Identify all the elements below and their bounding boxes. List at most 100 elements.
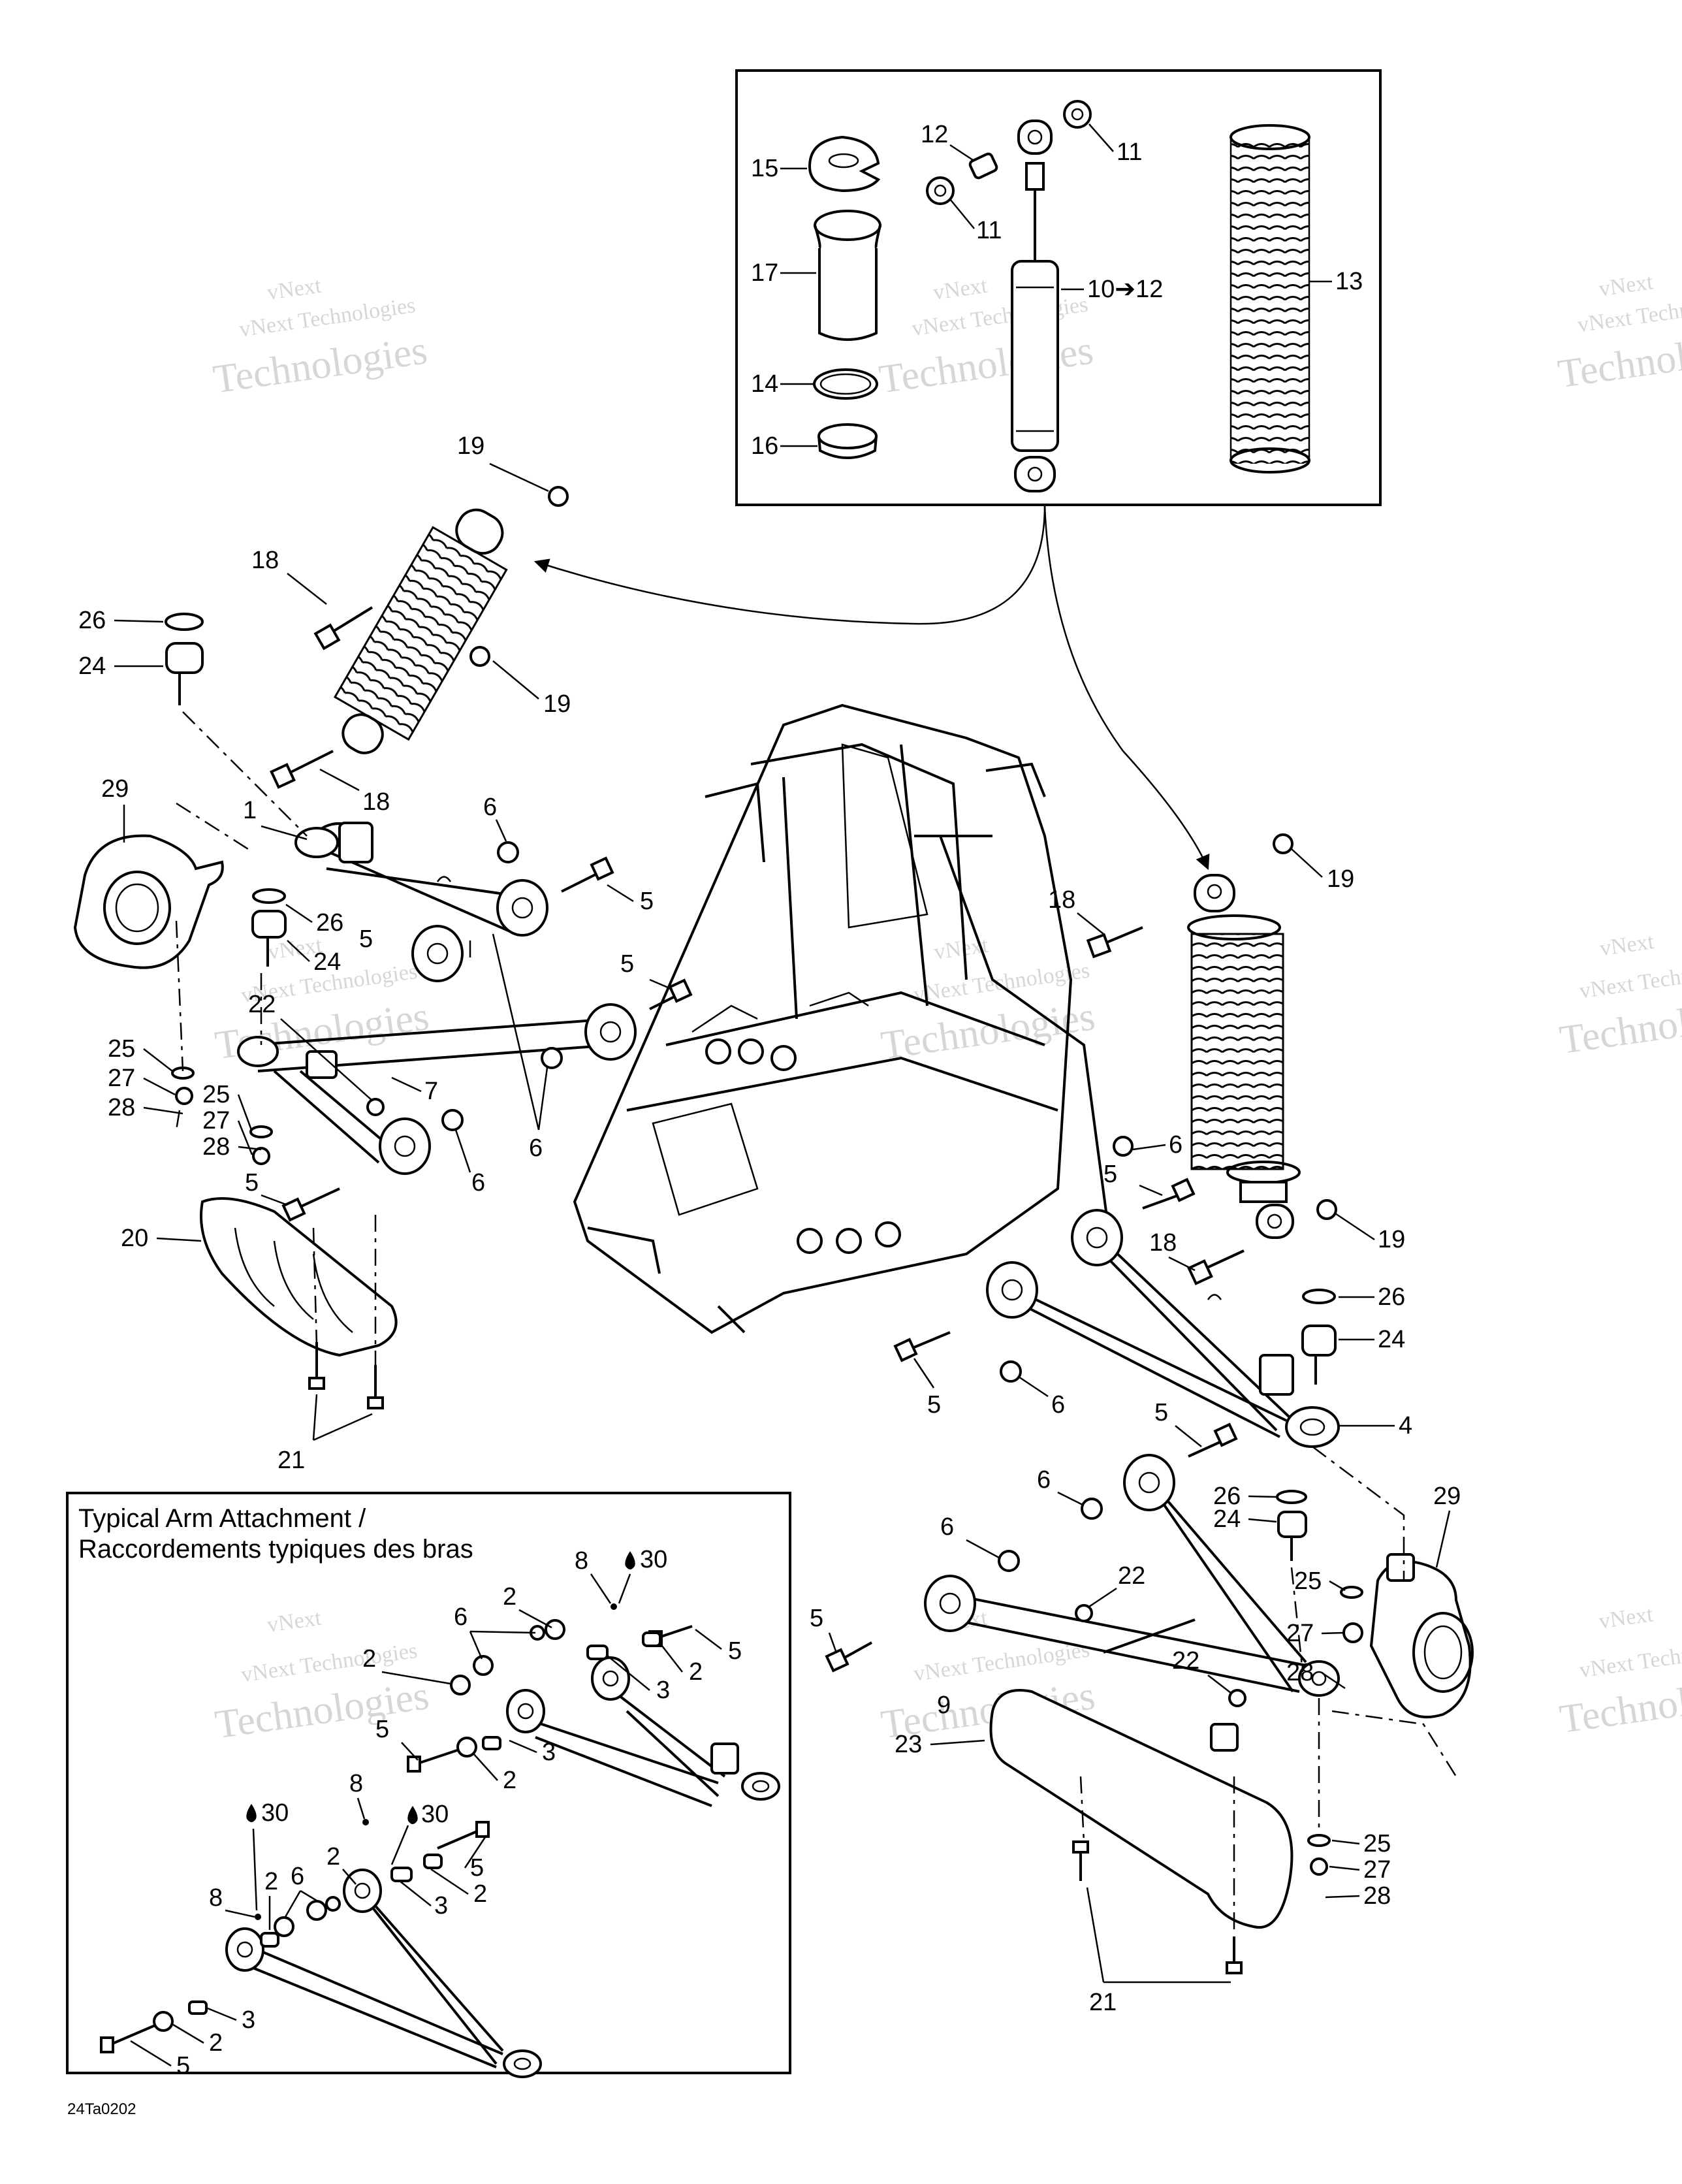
svg-text:Technologies: Technologies bbox=[1557, 989, 1682, 1063]
svg-text:28: 28 bbox=[1363, 1882, 1391, 1910]
svg-text:27: 27 bbox=[1286, 1620, 1314, 1647]
svg-text:27: 27 bbox=[1363, 1856, 1391, 1884]
sleeve-part-12 bbox=[968, 152, 998, 180]
ball-joint-part-24-lower-right bbox=[1276, 1490, 1307, 1561]
nut-part-27-right-b bbox=[1310, 1857, 1328, 1876]
svg-text:6: 6 bbox=[940, 1513, 954, 1541]
svg-text:vNext: vNext bbox=[266, 274, 323, 305]
svg-text:6: 6 bbox=[529, 1134, 543, 1162]
svg-text:6: 6 bbox=[483, 794, 497, 821]
svg-text:18: 18 bbox=[362, 788, 390, 816]
svg-text:5: 5 bbox=[375, 1716, 389, 1743]
svg-text:19: 19 bbox=[457, 432, 484, 460]
left-shock-assembly bbox=[333, 508, 508, 754]
spring-stopper-part-15 bbox=[808, 135, 881, 193]
svg-text:6: 6 bbox=[454, 1603, 468, 1631]
drop-icon-30-center bbox=[407, 1806, 418, 1824]
nut-part-22-right-a bbox=[1075, 1604, 1093, 1622]
svg-text:17: 17 bbox=[751, 259, 778, 287]
leader-part-21-right bbox=[1086, 1887, 1231, 1983]
svg-text:2: 2 bbox=[326, 1843, 340, 1871]
inset-lower-arm bbox=[225, 1869, 542, 2078]
inset-upper-arm bbox=[506, 1656, 780, 1807]
nut-part-6-right-a bbox=[1113, 1136, 1134, 1157]
svg-text:24: 24 bbox=[313, 948, 341, 976]
bolt-part-21-right-a bbox=[1072, 1840, 1089, 1881]
svg-text:26: 26 bbox=[1378, 1283, 1405, 1311]
svg-text:22: 22 bbox=[248, 991, 276, 1018]
svg-text:18: 18 bbox=[1149, 1229, 1177, 1257]
nut-part-6-right-b bbox=[1000, 1360, 1022, 1383]
bushing-part-11-bottom bbox=[926, 176, 955, 205]
svg-text:5: 5 bbox=[927, 1391, 941, 1419]
svg-text:8: 8 bbox=[209, 1884, 223, 1912]
svg-text:3: 3 bbox=[542, 1739, 556, 1766]
image-code: 24Ta0202 bbox=[67, 2100, 136, 2118]
reference-arrow-left bbox=[533, 506, 1046, 625]
bolt-part-18-top-right bbox=[1086, 926, 1143, 959]
nut-part-27-right-a bbox=[1342, 1622, 1363, 1643]
svg-text:2: 2 bbox=[689, 1658, 703, 1686]
bolt-part-5-right-c bbox=[1188, 1422, 1238, 1458]
ball-joint-part-24-lower-left bbox=[251, 888, 287, 967]
svg-text:2: 2 bbox=[362, 1645, 376, 1673]
washer-part-25-right-b bbox=[1307, 1834, 1331, 1847]
svg-text:9: 9 bbox=[937, 1692, 951, 1719]
bolt-part-5-upper-left-a bbox=[561, 856, 614, 893]
upper-a-arm-part-4-right bbox=[986, 1209, 1340, 1448]
svg-text:5: 5 bbox=[245, 1169, 259, 1196]
washer-part-19-top-left bbox=[548, 486, 569, 507]
typical-arm-attachment-box bbox=[66, 1492, 791, 2074]
ball-joint-part-24-upper-right bbox=[1301, 1289, 1337, 1385]
watermark-right-mid: vNext vNext Technologies Technologies bbox=[1557, 929, 1682, 1063]
svg-text:3: 3 bbox=[434, 1892, 448, 1919]
drop-icon-30-left bbox=[246, 1804, 257, 1822]
svg-text:2: 2 bbox=[264, 1868, 278, 1895]
svg-text:6: 6 bbox=[291, 1863, 304, 1890]
bolt-part-5-right-a bbox=[1142, 1178, 1196, 1210]
svg-text:16: 16 bbox=[751, 432, 778, 460]
svg-text:28: 28 bbox=[1286, 1659, 1314, 1686]
reference-arrow-right bbox=[1043, 506, 1210, 871]
svg-text:19: 19 bbox=[1378, 1226, 1405, 1253]
skid-plate-part-23 bbox=[989, 1689, 1293, 1929]
svg-text:15: 15 bbox=[751, 155, 778, 182]
svg-text:19: 19 bbox=[1327, 865, 1354, 893]
svg-text:26: 26 bbox=[316, 909, 343, 937]
svg-text:5: 5 bbox=[640, 888, 654, 915]
ball-joint-part-24-upper-left bbox=[165, 613, 204, 705]
watermark-center-top: vNext vNext Technologies Technologies bbox=[876, 274, 1096, 402]
svg-text:11: 11 bbox=[1117, 138, 1142, 166]
svg-text:23: 23 bbox=[895, 1731, 922, 1758]
lower-a-arm-part-7-left bbox=[237, 1003, 637, 1175]
svg-text:vNext: vNext bbox=[266, 1606, 323, 1637]
svg-text:12: 12 bbox=[921, 121, 948, 148]
svg-text:25: 25 bbox=[202, 1081, 230, 1108]
svg-text:19: 19 bbox=[543, 690, 571, 718]
svg-text:2: 2 bbox=[503, 1583, 516, 1611]
svg-text:2: 2 bbox=[209, 2029, 223, 2057]
bolt-part-18-bottom-right bbox=[1187, 1249, 1245, 1285]
bolt-part-5-right-b bbox=[893, 1331, 951, 1362]
nut-part-6-lower-left-a bbox=[541, 1047, 563, 1069]
svg-text:vNext Technologies: vNext Technologies bbox=[1578, 955, 1682, 1003]
svg-text:11: 11 bbox=[976, 217, 1002, 244]
nut-part-22-left bbox=[366, 1098, 385, 1116]
svg-text:vNext: vNext bbox=[1597, 1602, 1655, 1633]
callouts-inset: 8 30 2 6 5 2 2 3 5 3 2 8 30 30 5 2 2 bbox=[130, 1546, 742, 2080]
svg-text:29: 29 bbox=[1433, 1483, 1461, 1510]
sleeve-part-17 bbox=[814, 210, 881, 341]
svg-text:1: 1 bbox=[243, 797, 257, 824]
bolt-part-21-left-b bbox=[367, 1365, 384, 1409]
svg-text:28: 28 bbox=[202, 1133, 230, 1161]
svg-text:6: 6 bbox=[1169, 1131, 1182, 1159]
svg-text:21: 21 bbox=[1089, 1989, 1117, 2016]
svg-text:24: 24 bbox=[1378, 1326, 1405, 1353]
bushing-part-11-top bbox=[1063, 100, 1092, 129]
svg-text:Technologies: Technologies bbox=[1555, 323, 1682, 396]
nut-part-6-right-d bbox=[998, 1550, 1020, 1572]
svg-text:28: 28 bbox=[108, 1094, 135, 1121]
svg-text:5: 5 bbox=[176, 2052, 190, 2080]
lower-a-arm-part-9-right bbox=[924, 1454, 1340, 1752]
